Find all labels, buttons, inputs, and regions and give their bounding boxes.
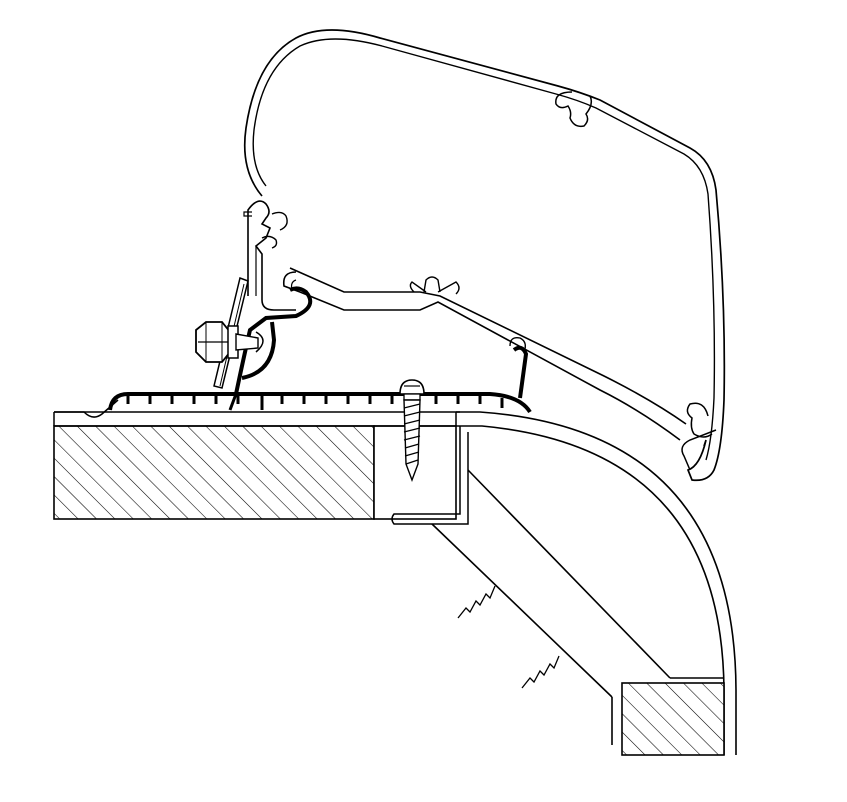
rubber-seal-strip xyxy=(108,392,532,414)
hook-profile xyxy=(234,286,529,399)
roof-panel xyxy=(53,399,457,520)
bolt-and-nut xyxy=(195,321,264,363)
wall-bracket xyxy=(431,469,724,745)
sealant-zigzag xyxy=(457,585,560,689)
roof-edge-trim xyxy=(391,411,737,755)
roof-skin xyxy=(54,411,460,427)
wall-panel xyxy=(621,682,725,756)
adapter-rail xyxy=(243,200,296,311)
wood-screw xyxy=(399,379,425,482)
awning-profile xyxy=(243,29,726,482)
